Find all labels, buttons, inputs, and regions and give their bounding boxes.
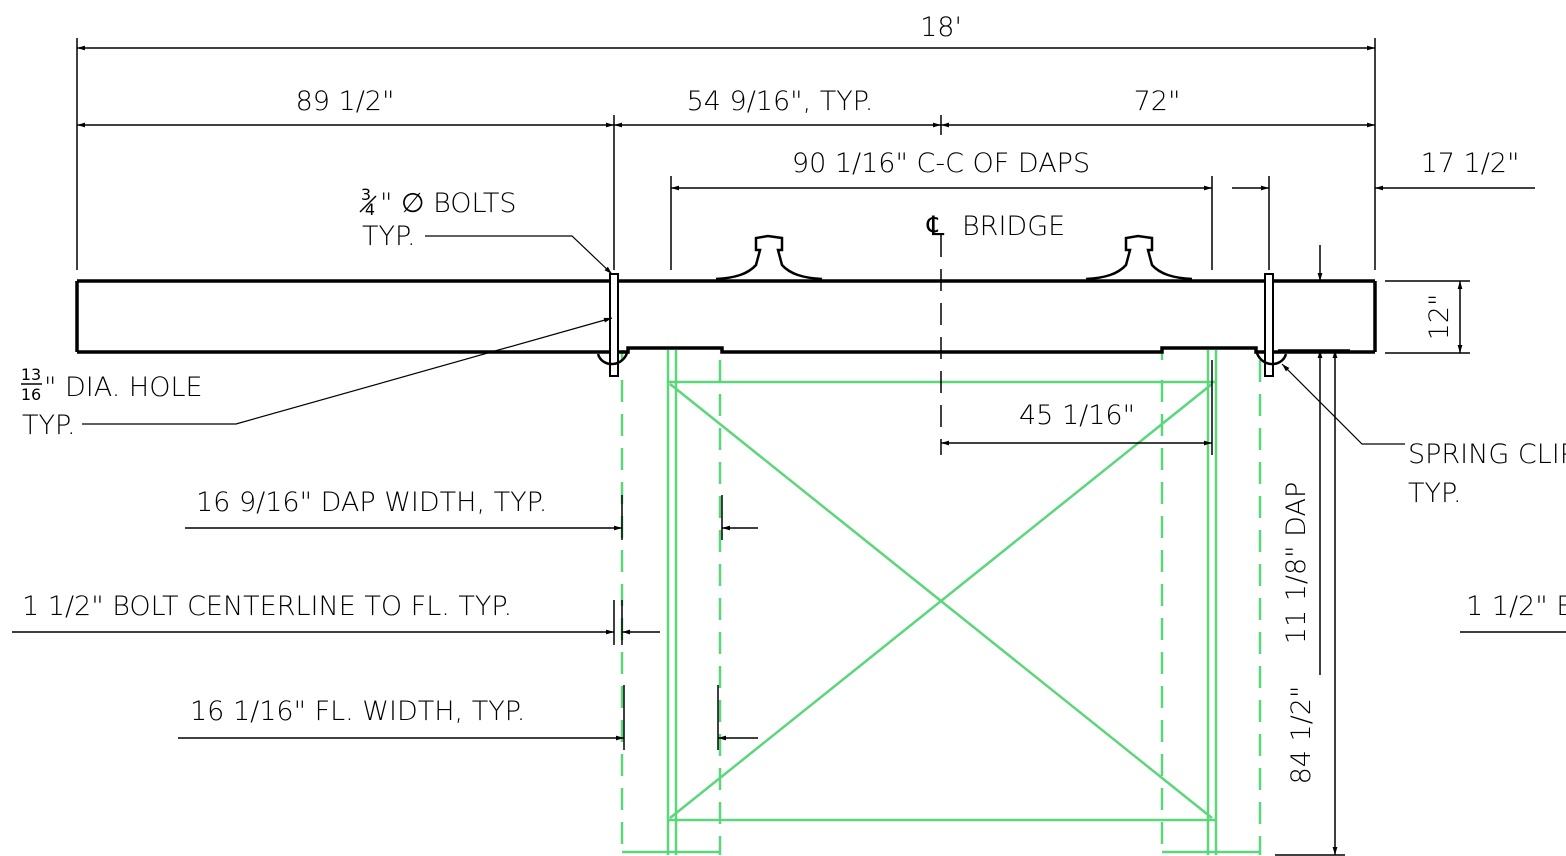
bolt-to-centerline-label: 54 9/16", TYP. <box>687 86 874 117</box>
flange-width-label: 16 1/16" FL. WIDTH, TYP. <box>190 696 525 727</box>
leader-lines <box>82 235 1405 445</box>
right-girder <box>1160 350 1262 855</box>
right-part-label: 72" <box>1134 86 1181 117</box>
cross-frame <box>668 380 1216 822</box>
bolt-to-flange-right-label: 1 1/2" B <box>1466 591 1566 622</box>
bolt-fraction-numerator: 3 <box>361 185 371 204</box>
centerline-symbol: ℄ <box>926 211 945 242</box>
hole-fraction-denominator: 16 <box>21 385 41 404</box>
timber-tie <box>75 279 1377 354</box>
overall-width-label: 18' <box>920 12 962 43</box>
girder-height-label: 84 1/2" <box>1286 686 1317 785</box>
bolts-note-line1: " ∅ BOLTS <box>380 188 517 219</box>
left-girder <box>620 350 722 855</box>
right-bolt <box>1254 273 1288 377</box>
right-overhang-label: 17 1/2" <box>1421 148 1520 179</box>
left-bolt <box>596 273 630 377</box>
bolt-fraction-bar <box>359 195 377 213</box>
dap-width-label: 16 9/16" DAP WIDTH, TYP. <box>196 487 547 518</box>
centerline-label: BRIDGE <box>962 211 1065 242</box>
right-rail <box>1085 234 1193 281</box>
centerline-to-dap-label: 45 1/16" <box>1019 400 1135 431</box>
hole-fraction-numerator: 13 <box>21 365 41 384</box>
note-labels: 3 4 " ∅ BOLTS TYP. 13 16 " DIA. HOLE TYP… <box>21 185 1566 509</box>
spring-clip-line2: TYP. <box>1408 478 1462 509</box>
dimension-lines <box>12 38 1566 856</box>
bolt-fraction-denominator: 4 <box>365 200 375 219</box>
dimension-labels: 18' 89 1/2" 54 9/16", TYP. 72" 90 1/16" … <box>22 12 1566 784</box>
hole-note-line1: " DIA. HOLE <box>44 372 203 403</box>
bolt-to-flange-label: 1 1/2" BOLT CENTERLINE TO FL. TYP. <box>22 591 512 622</box>
left-overhang-label: 89 1/2" <box>296 86 395 117</box>
dap-depth-label: 11 1/8" DAP <box>1281 482 1312 644</box>
bolts-note-line2: TYP. <box>362 221 416 252</box>
hole-note-line2: TYP. <box>22 410 76 441</box>
tie-depth-label: 12" <box>1424 294 1455 341</box>
steel-girders <box>620 350 1262 855</box>
spring-clip-line1: SPRING CLIP <box>1408 439 1566 470</box>
daps-cc-label: 90 1/16" C-C OF DAPS <box>792 148 1090 179</box>
left-rail <box>715 234 823 281</box>
